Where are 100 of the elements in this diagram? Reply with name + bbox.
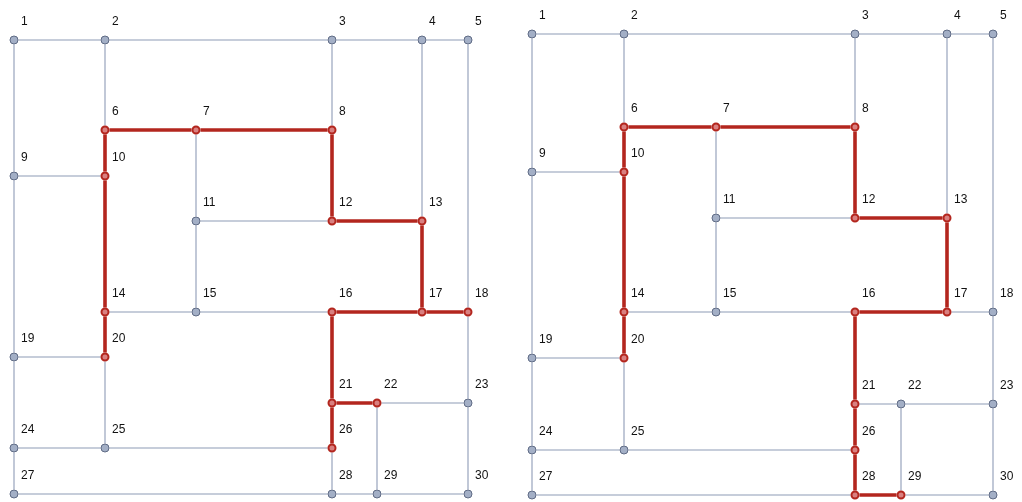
graph-vertex xyxy=(527,29,537,39)
graph-edge xyxy=(330,316,334,399)
vertex-number: 6 xyxy=(631,102,638,114)
vertex-number: 14 xyxy=(631,287,645,299)
graph-vertex xyxy=(372,489,382,499)
graph-vertex xyxy=(527,490,537,500)
graph-edge xyxy=(531,453,533,492)
graph-vertex xyxy=(9,35,19,45)
vertex-number: 8 xyxy=(339,105,346,117)
graph-vertex xyxy=(327,307,337,317)
graph-vertex xyxy=(988,490,998,500)
vertex-number: 25 xyxy=(631,425,645,437)
vertex-number: 24 xyxy=(539,425,553,437)
graph-edge xyxy=(17,447,102,449)
graph-edge xyxy=(17,175,102,177)
vertex-number: 2 xyxy=(631,9,638,21)
vertex-number: 26 xyxy=(339,423,353,435)
graph-edge xyxy=(104,43,106,127)
graph-vertex xyxy=(100,352,110,362)
graph-edge xyxy=(535,33,621,35)
vertex-number: 16 xyxy=(862,287,876,299)
vertex-number: 2 xyxy=(112,15,119,27)
graph-edge xyxy=(535,449,621,451)
graph-edge xyxy=(904,403,990,405)
graph-edge xyxy=(853,316,857,400)
vertex-number: 18 xyxy=(1000,287,1014,299)
graph-vertex xyxy=(711,122,721,132)
graph-edge xyxy=(380,493,465,495)
vertex-number: 29 xyxy=(384,469,398,481)
graph-edge xyxy=(900,407,902,492)
vertex-number: 17 xyxy=(429,287,443,299)
graph-edge xyxy=(859,216,943,220)
graph-vertex xyxy=(9,489,19,499)
vertex-number: 9 xyxy=(21,151,28,163)
vertex-number: 5 xyxy=(475,15,482,27)
vertex-number: 27 xyxy=(539,470,553,482)
vertex-number: 27 xyxy=(21,469,35,481)
graph-edge xyxy=(336,219,418,223)
graph-edge xyxy=(535,494,852,496)
vertex-number: 4 xyxy=(954,9,961,21)
vertex-number: 4 xyxy=(429,15,436,27)
graph-edge xyxy=(853,131,857,214)
graph-edge xyxy=(535,357,621,359)
graph-vertex xyxy=(619,167,629,177)
graph-edge xyxy=(623,361,625,447)
graph-vertex xyxy=(327,125,337,135)
graph-edge xyxy=(531,361,533,447)
graph-edge xyxy=(199,220,329,222)
vertex-number: 12 xyxy=(862,193,876,205)
graph-edge xyxy=(854,37,856,124)
graph-edge xyxy=(720,125,851,129)
graph-vertex xyxy=(850,213,860,223)
graph-edge xyxy=(103,180,107,308)
graph-vertex xyxy=(100,125,110,135)
graph-edge xyxy=(336,401,373,405)
vertex-number: 26 xyxy=(862,425,876,437)
graph-vertex xyxy=(191,125,201,135)
graph-vertex xyxy=(327,216,337,226)
graph-vertex xyxy=(988,29,998,39)
graph-edge xyxy=(467,406,469,491)
graph-edge xyxy=(199,311,329,313)
vertex-number: 6 xyxy=(112,105,119,117)
graph-edge xyxy=(950,33,990,35)
graph-edge xyxy=(331,451,333,491)
graph-vertex xyxy=(463,307,473,317)
vertex-number: 17 xyxy=(954,287,968,299)
graph-edge xyxy=(945,222,949,308)
graph-edge xyxy=(330,407,334,444)
graph-vertex xyxy=(850,445,860,455)
graph-vertex xyxy=(191,216,201,226)
graph-vertex xyxy=(327,398,337,408)
graph-vertex xyxy=(463,489,473,499)
vertex-number: 12 xyxy=(339,196,353,208)
graph-edge xyxy=(467,315,469,400)
vertex-number: 24 xyxy=(21,423,35,435)
graph-edge xyxy=(103,316,107,353)
graph-edge xyxy=(859,310,943,314)
graph-edge xyxy=(531,175,533,355)
vertex-number: 19 xyxy=(539,333,553,345)
graph-vertex xyxy=(417,35,427,45)
graph-vertex xyxy=(896,490,906,500)
graph-edge xyxy=(103,134,107,172)
vertex-number: 7 xyxy=(203,105,210,117)
graph-vertex xyxy=(327,35,337,45)
graph-edge xyxy=(628,125,712,129)
graph-edge xyxy=(622,316,626,354)
graph-edge xyxy=(992,37,994,309)
graph-edge xyxy=(853,454,857,491)
graph-edge xyxy=(13,360,15,445)
vertex-number: 8 xyxy=(862,102,869,114)
graph-edge xyxy=(376,406,378,491)
graph-edge xyxy=(946,37,948,215)
graph-edge xyxy=(622,131,626,168)
graph-edge xyxy=(195,224,197,309)
graph-vertex xyxy=(988,399,998,409)
graph-vertex xyxy=(327,443,337,453)
graph-edge xyxy=(531,37,533,169)
vertex-number: 30 xyxy=(475,469,489,481)
vertex-number: 23 xyxy=(1000,379,1014,391)
graph-edge xyxy=(992,407,994,492)
